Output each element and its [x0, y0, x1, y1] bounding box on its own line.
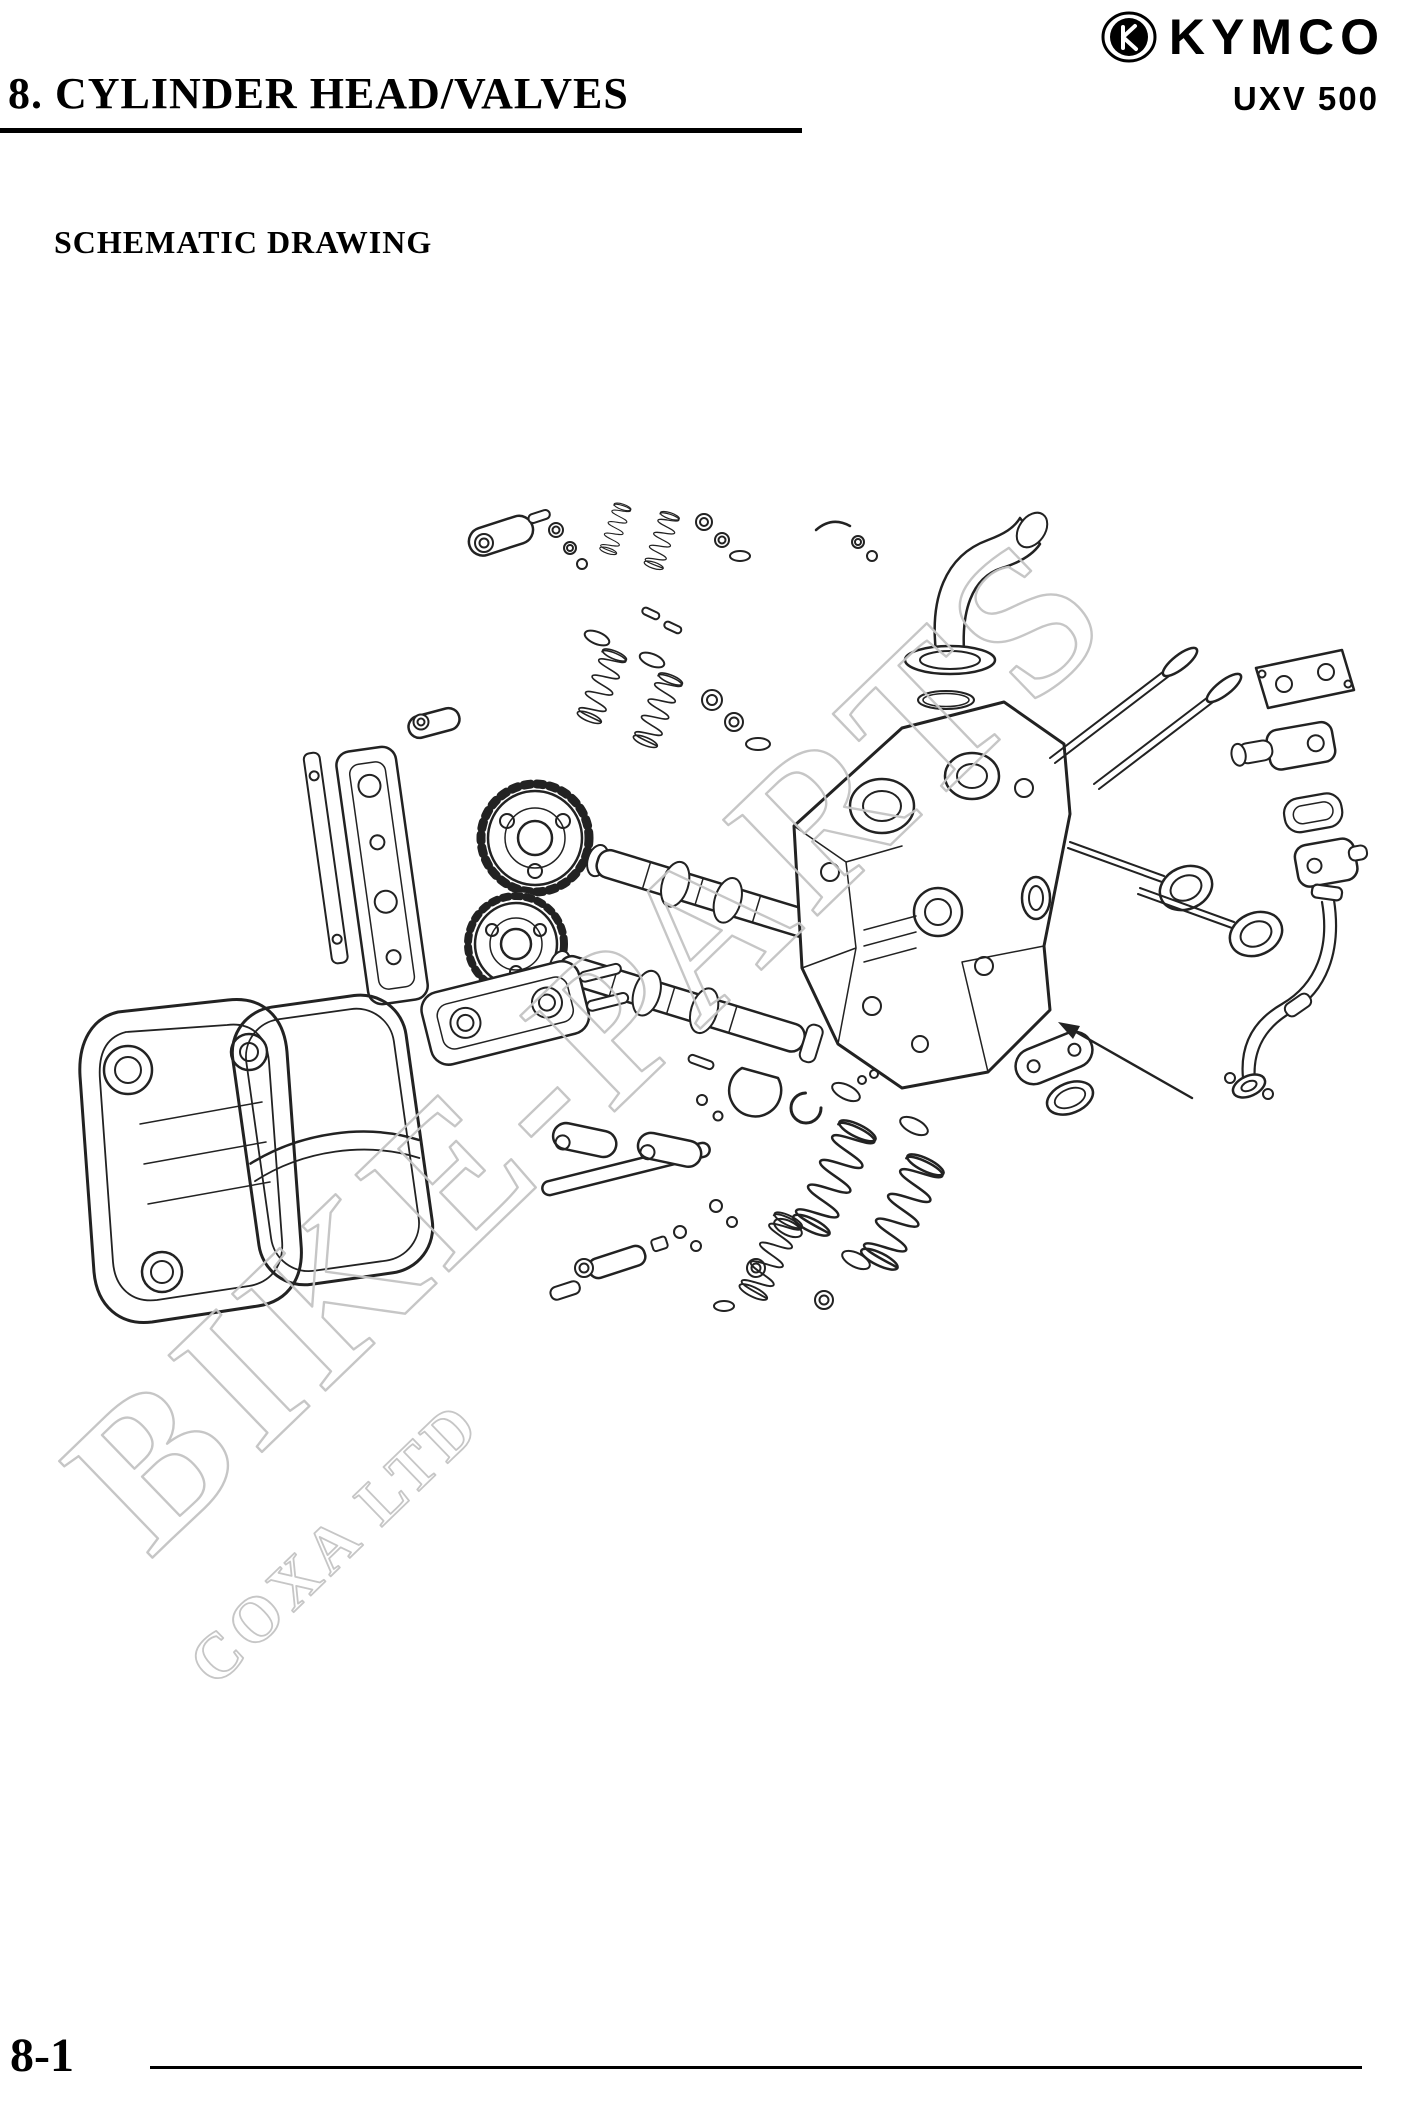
- page-number: 8-1: [10, 2029, 74, 2082]
- valve-springs-top-part: [598, 500, 751, 572]
- exhaust-valves-part: [1067, 841, 1284, 958]
- camshaft-holder-plate-part: [335, 745, 429, 1006]
- schematic-heading: SCHEMATIC DRAWING: [54, 224, 433, 260]
- cam-holder-strip-part: [302, 751, 349, 965]
- model-name: UXV 500: [1232, 80, 1379, 117]
- page-title: 8. CYLINDER HEAD/VALVES: [8, 69, 629, 118]
- exhaust-port-gasket-part: [1014, 1030, 1095, 1116]
- valve-springs-mid-part: [575, 606, 771, 751]
- valve-springs-lower-part: [713, 1069, 948, 1312]
- cylinder-head-part: [792, 700, 1072, 1090]
- brand-name: KYMCO: [1168, 9, 1385, 65]
- kymco-emblem-icon: [1101, 11, 1157, 63]
- idle-adjuster-part: [549, 1225, 702, 1301]
- coolant-pipe-part: [1224, 883, 1344, 1100]
- rocker-arm-upper2-part: [407, 706, 461, 740]
- footer-rule: [150, 2066, 1362, 2069]
- small-lever-part: [814, 520, 878, 562]
- valve-cover-part: [78, 998, 303, 1324]
- header-rule: [0, 128, 802, 133]
- valve-cover-gasket-part: [230, 993, 435, 1287]
- rocker-arm-upper-part: [467, 508, 588, 570]
- pointer-arrow: [1058, 1022, 1194, 1100]
- cam-end-retainer-part: [687, 1053, 823, 1125]
- intake-duct-part: [903, 511, 1049, 710]
- intake-valves-part: [1049, 646, 1243, 790]
- cam-chain-sprocket-large-part: [476, 779, 594, 897]
- kymco-logo: KYMCO: [1101, 8, 1385, 66]
- camshaft-exhaust-part: [548, 949, 824, 1064]
- thermostat-housing-part: [1230, 648, 1369, 888]
- rocker-assembly-mid-part: [420, 960, 630, 1066]
- rocker-assembly-lower-part: [541, 1121, 738, 1228]
